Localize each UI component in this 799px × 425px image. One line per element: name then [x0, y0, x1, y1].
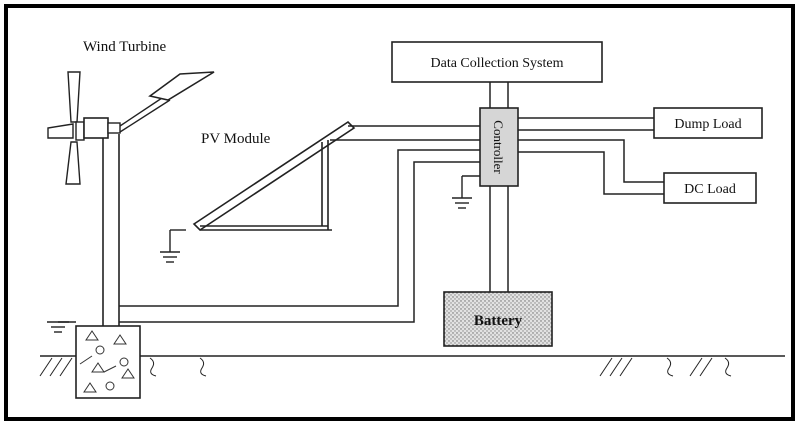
- wire-turbine-controller: [119, 149, 480, 323]
- turbine-tower: [102, 134, 120, 326]
- battery-box: [443, 291, 553, 347]
- battery-label: Battery: [474, 313, 523, 329]
- ground-icon-turbine: [47, 321, 76, 333]
- ground-icon-controller: [452, 175, 480, 209]
- pv-module-icon: [192, 120, 356, 232]
- outer-border: [4, 4, 795, 421]
- wire-controller-battery: [489, 184, 509, 292]
- dc-load-box: [663, 172, 757, 204]
- ground-icon-pv: [160, 229, 186, 263]
- pv-module-label: PV Module: [201, 131, 271, 147]
- data-collection-box: [391, 41, 603, 83]
- turbine-tail-vane: [119, 71, 215, 133]
- dump-load-label: Dump Load: [674, 117, 741, 132]
- data-collection-label: Data Collection System: [431, 56, 564, 71]
- ground-line: [39, 355, 785, 377]
- controller-box: [479, 107, 519, 187]
- wind-turbine-label: Wind Turbine: [83, 39, 167, 55]
- dump-load-box: [653, 107, 763, 139]
- turbine-foundation: [75, 325, 141, 399]
- wire-controller-dc-load: [518, 139, 664, 195]
- turbine-rotor-icon: [47, 71, 121, 185]
- wire-pv-controller: [330, 125, 480, 141]
- dc-load-label: DC Load: [684, 182, 736, 197]
- wire-controller-dump-load: [518, 117, 654, 131]
- data-collection-link: [489, 82, 509, 110]
- controller-label: Controller: [491, 120, 506, 174]
